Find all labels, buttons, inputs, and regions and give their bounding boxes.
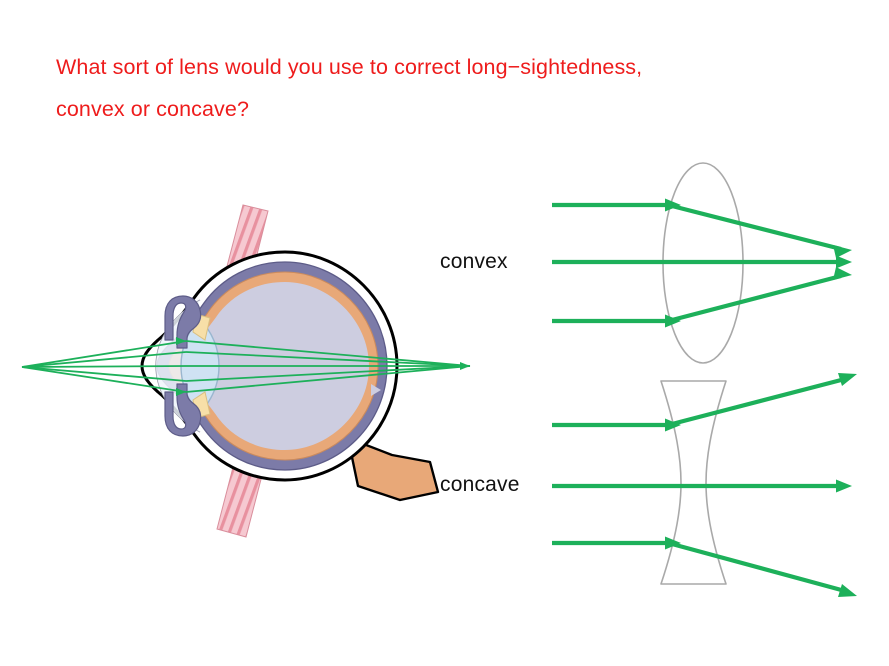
- concave-exit-arrowheads: [836, 373, 857, 597]
- optic-nerve: [346, 436, 440, 502]
- eye-ray-arrowheads: [176, 337, 470, 396]
- iris-bottom: [164, 383, 202, 437]
- question-text: What sort of lens would you use to corre…: [56, 55, 643, 121]
- convex-focus-arrowheads: [833, 245, 852, 280]
- concave-lens-shape: [660, 380, 727, 585]
- convex-label: convex: [440, 250, 508, 273]
- eye-light-rays: [21, 340, 471, 393]
- concave-label: concave: [440, 473, 520, 496]
- convex-refracted-rays: [671, 203, 842, 323]
- concave-incoming-rays: [552, 422, 843, 546]
- iris-top: [164, 295, 202, 349]
- blind-spot-notch: [371, 384, 381, 396]
- concave-diverging-rays: [671, 376, 846, 594]
- convex-incoming-rays: [552, 202, 845, 324]
